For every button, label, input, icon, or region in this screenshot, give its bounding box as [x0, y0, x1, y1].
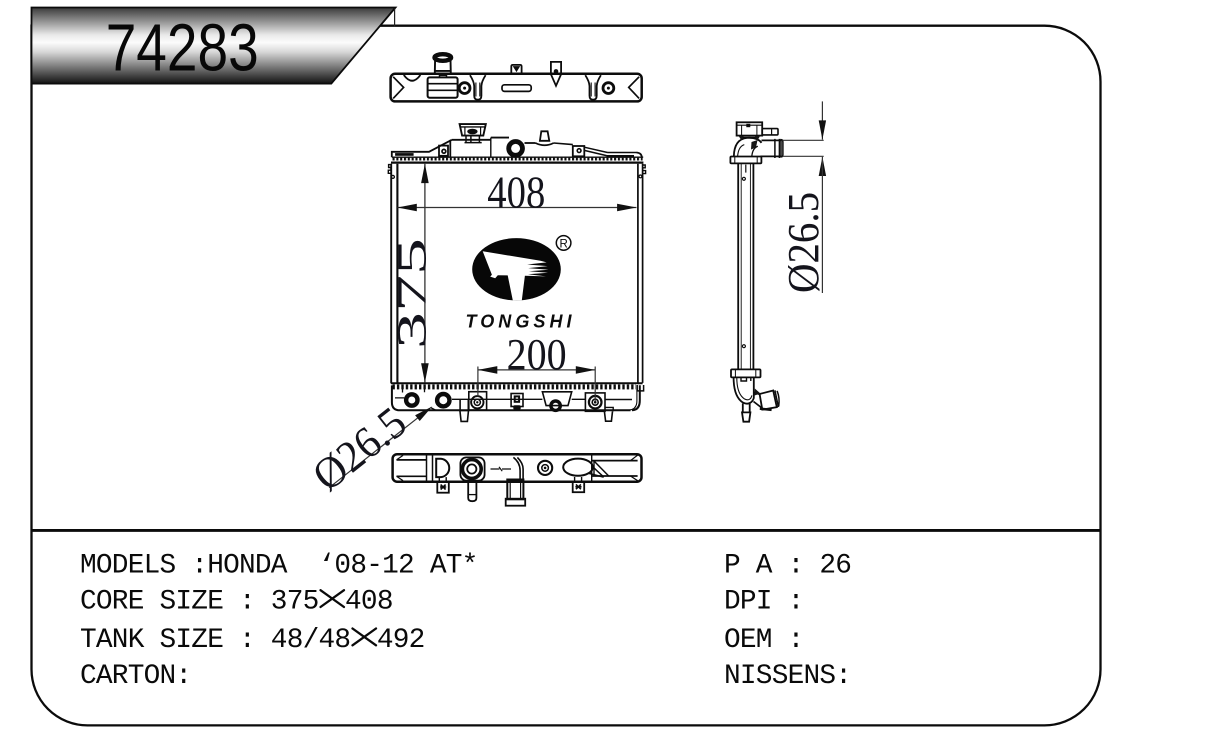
svg-text:408: 408	[487, 166, 545, 217]
svg-text:OEM :: OEM :	[724, 625, 804, 656]
svg-text:MODELS :HONDA ‘08-12 AT*: MODELS :HONDA ‘08-12 AT*	[80, 550, 478, 581]
svg-text:Ø26.5: Ø26.5	[778, 192, 828, 293]
svg-text:74283: 74283	[106, 10, 259, 85]
svg-text:DPI :: DPI :	[724, 587, 804, 618]
svg-text:375: 375	[389, 238, 435, 349]
svg-text:R: R	[559, 238, 567, 250]
svg-text:Ø26.5: Ø26.5	[303, 397, 416, 501]
svg-text:P A : 26: P A : 26	[724, 550, 851, 581]
svg-text:NISSENS:: NISSENS:	[724, 661, 851, 692]
svg-text:CARTON:: CARTON:	[80, 661, 191, 692]
svg-text:TONGSHI: TONGSHI	[466, 312, 573, 332]
svg-text:200: 200	[507, 330, 567, 379]
